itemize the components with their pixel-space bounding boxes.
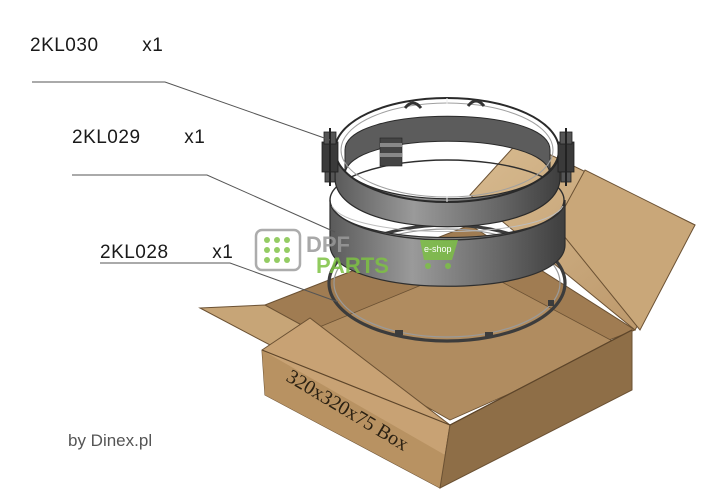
leader-line-2kl029 bbox=[72, 174, 336, 233]
leader-lines bbox=[32, 81, 339, 303]
cardboard-box-front bbox=[261, 317, 633, 489]
watermark-eshop-text: e-shop bbox=[424, 244, 452, 254]
dpf-parts-watermark bbox=[254, 228, 458, 272]
clamp-left-bolt bbox=[321, 128, 339, 186]
leader-line-2kl028 bbox=[100, 262, 339, 303]
part-qty: x1 bbox=[212, 242, 234, 263]
watermark-dpf-text: DPF bbox=[306, 232, 350, 257]
part-label-2kl028: 2KL028 x1 bbox=[100, 242, 233, 264]
part-code: 2KL030 bbox=[30, 35, 99, 56]
part-label-2kl029: 2KL029 x1 bbox=[72, 127, 205, 149]
clamp-2kl030 bbox=[321, 97, 575, 228]
part-qty: x1 bbox=[184, 127, 206, 148]
part-qty: x1 bbox=[142, 35, 164, 56]
part-code: 2KL028 bbox=[100, 242, 169, 263]
box-right-flap bbox=[554, 169, 696, 331]
part-label-2kl030: 2KL030 x1 bbox=[30, 35, 163, 57]
part-code: 2KL029 bbox=[72, 127, 141, 148]
clamp-right-bolt bbox=[557, 128, 575, 186]
leader-line-2kl030 bbox=[32, 81, 331, 141]
credit-text: by Dinex.pl bbox=[68, 431, 153, 450]
watermark-parts-text: PARTS bbox=[316, 253, 389, 278]
